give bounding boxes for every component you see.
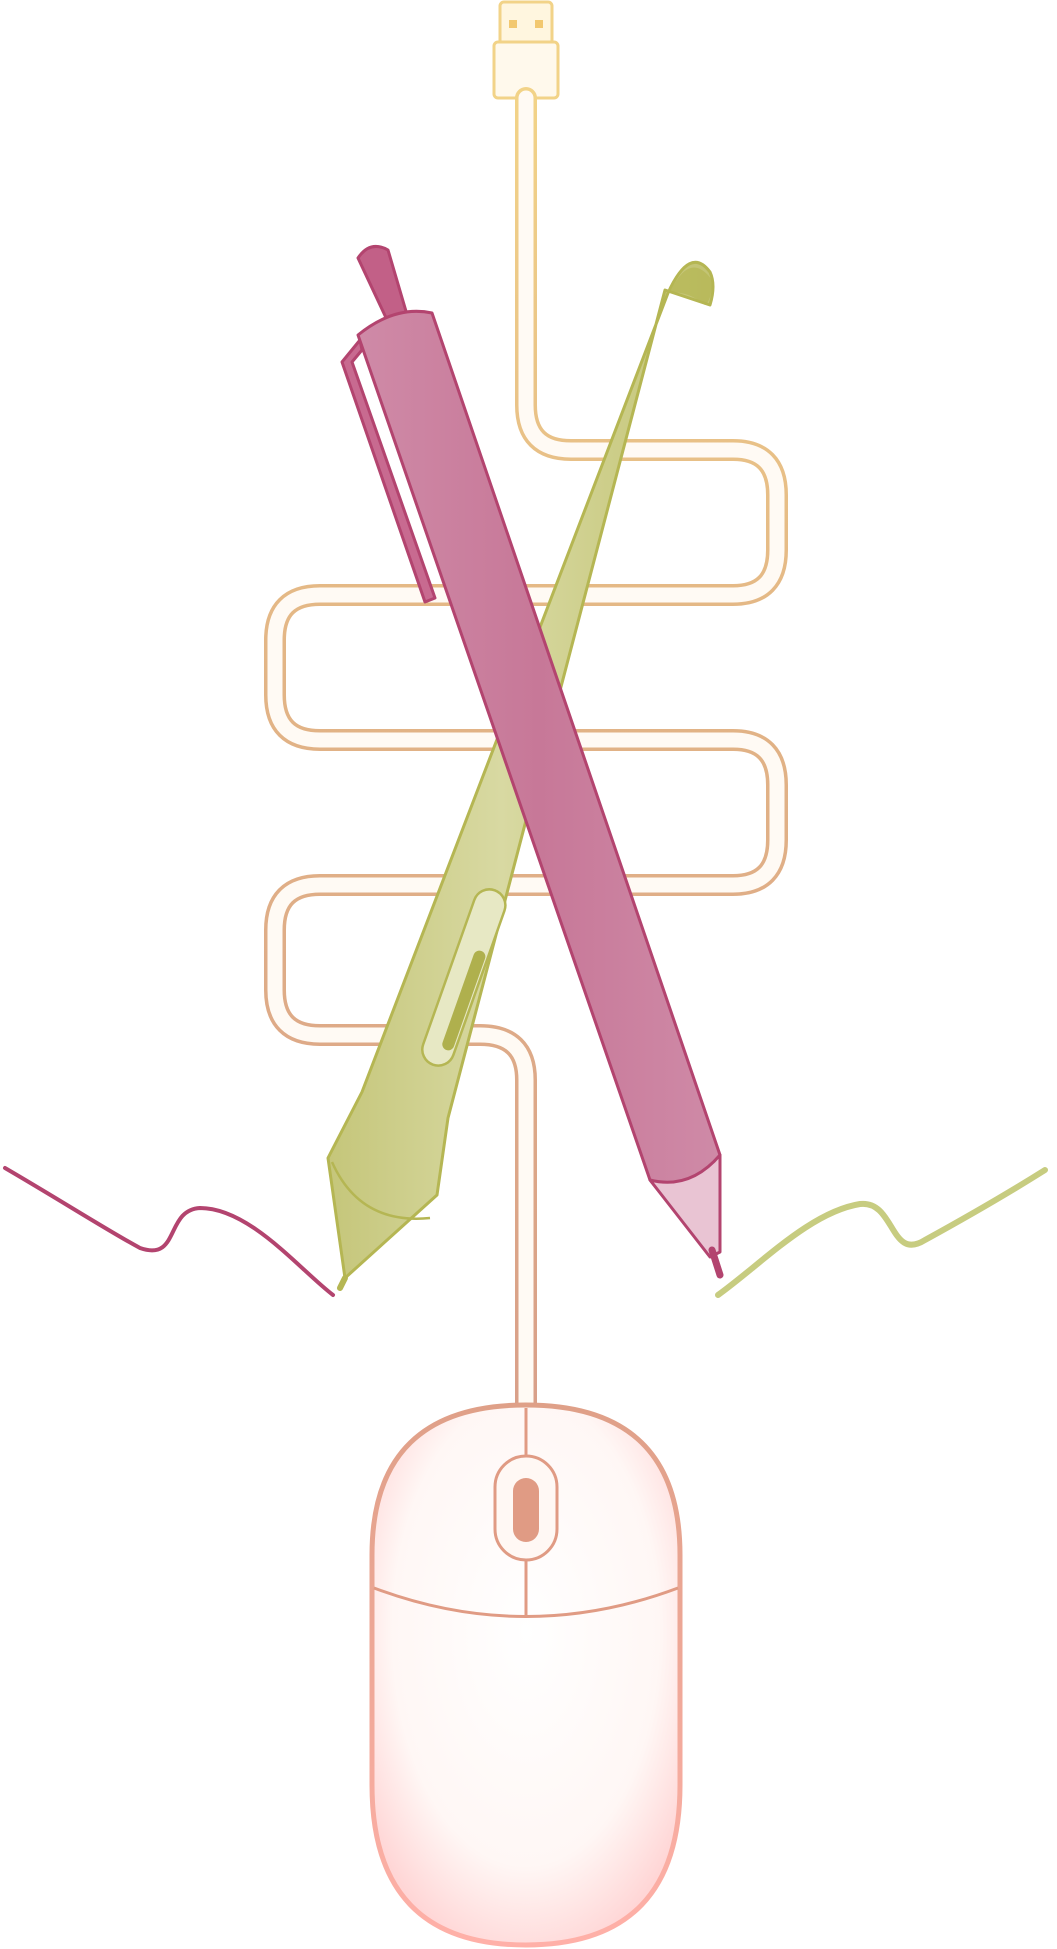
ink-scribble-right: [715, 1167, 1048, 1298]
ballpoint-pen: [340, 244, 724, 1279]
usb-connector: [492, 0, 560, 100]
computer-mouse: [369, 1402, 683, 1948]
ink-scribble-left: [3, 1166, 335, 1297]
